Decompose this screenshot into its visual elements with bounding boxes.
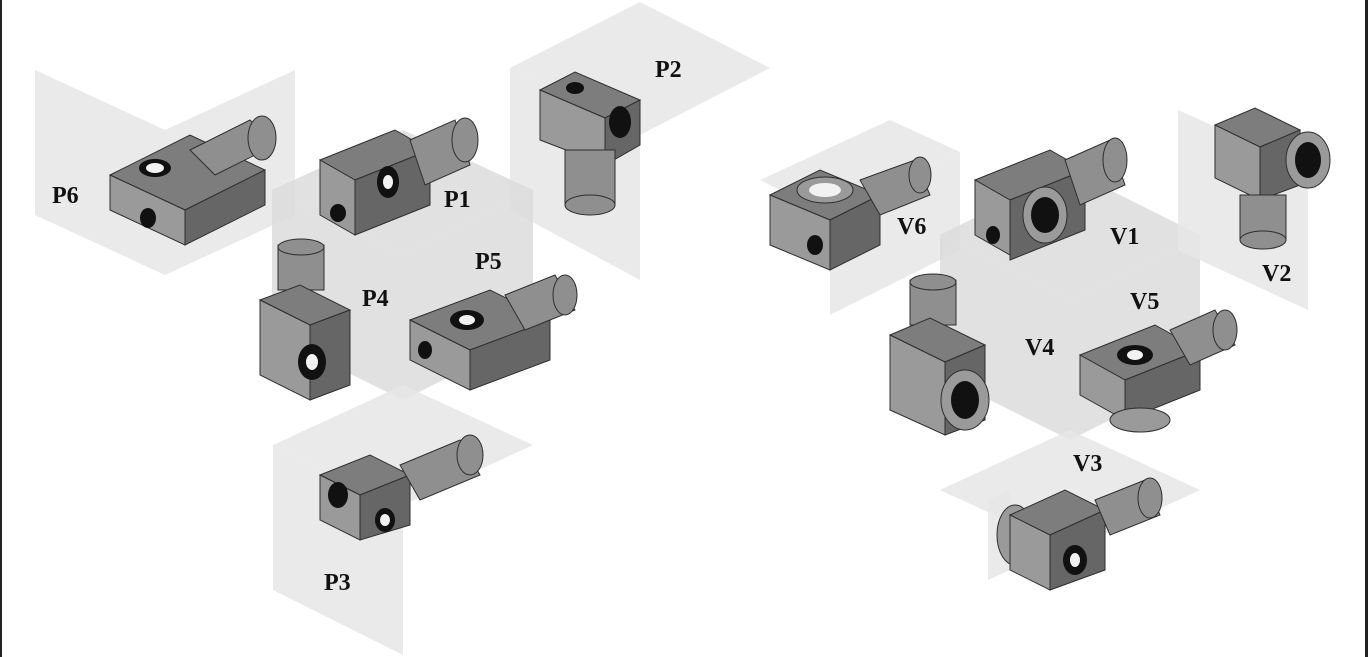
gearbox-v3 [996,477,1163,591]
p-planes [35,2,770,655]
gearbox-v1 [973,137,1128,261]
label-v4: V4 [1025,335,1055,361]
label-v3: V3 [1073,451,1103,477]
label-p1: P1 [444,187,471,213]
label-v6: V6 [897,214,927,240]
label-v2: V2 [1262,261,1292,287]
label-p2: P2 [655,57,682,83]
gearbox-v4 [888,273,990,436]
label-p5: P5 [475,249,502,275]
label-p3: P3 [324,570,351,596]
gearbox-p2 [538,71,642,216]
label-p6: P6 [52,183,79,209]
gearbox-v2 [1213,107,1331,250]
gearbox-p1 [318,117,479,236]
gearbox-p6 [108,115,277,246]
label-p4: P4 [362,286,389,312]
frame-right-border [1365,0,1368,657]
gearbox-p5 [408,274,578,391]
gearbox-p3 [318,434,484,541]
gearbox-p4 [258,238,352,401]
frame-left-border [0,0,2,657]
label-v1: V1 [1110,224,1140,250]
gearbox-v5 [1078,309,1238,433]
gearbox-v6 [768,156,932,271]
label-v5: V5 [1130,289,1160,315]
